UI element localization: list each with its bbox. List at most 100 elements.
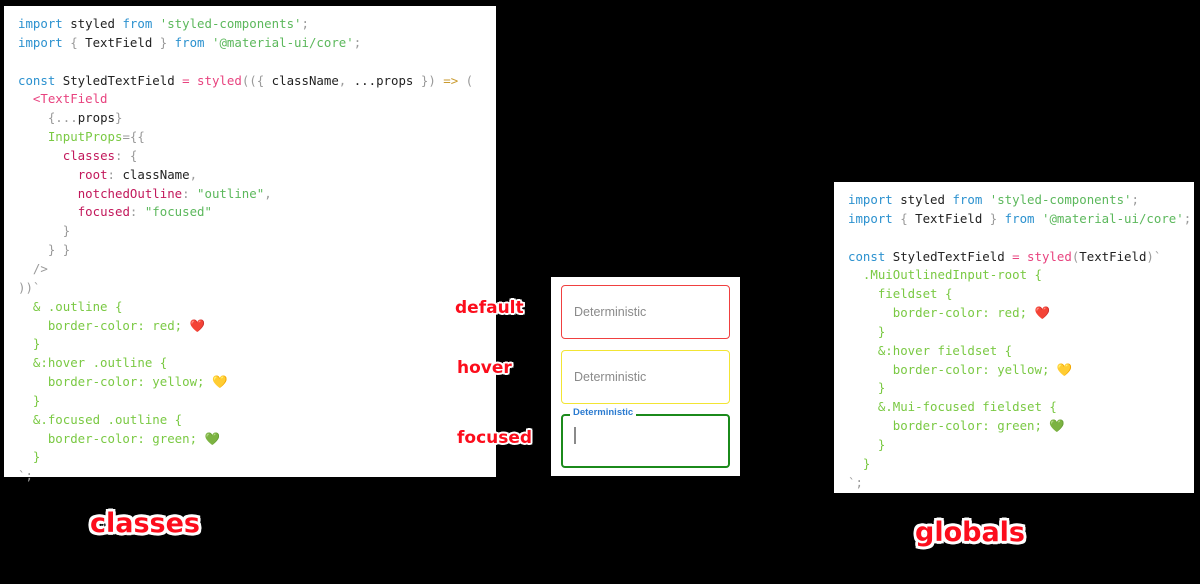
globals-code-token: &.Mui-focused fieldset { (848, 399, 1057, 415)
classes-code-token: import (18, 34, 71, 50)
globals-code-line: `; (848, 474, 1194, 493)
globals-code-token: } (848, 455, 871, 471)
classes-code-line: {...props} (18, 109, 496, 128)
classes-code-token: } (115, 110, 123, 126)
classes-code-line: & .outline { (18, 298, 496, 317)
state-label-focused: focused (457, 428, 533, 448)
classes-code-token: notchedOutline (77, 185, 183, 201)
classes-code-token: ...props (353, 72, 414, 88)
classes-code-token: "focused" (144, 204, 212, 220)
classes-code-line: import styled from 'styled-components'; (18, 15, 496, 34)
classes-code-line: focused: "focused" (18, 203, 496, 222)
classes-code-token: : (182, 185, 198, 201)
globals-code-line: .MuiOutlinedInput-root { (848, 266, 1194, 285)
globals-code-token: } (982, 210, 1005, 226)
globals-code-line: } (848, 379, 1194, 398)
classes-code-line: } (18, 335, 496, 354)
classes-code-token: } (18, 223, 71, 239)
code-panel-globals: import styled from 'styled-components';i… (834, 182, 1194, 493)
globals-code-token: ( (1071, 248, 1080, 264)
globals-code-token: 'styled-components' (989, 192, 1132, 207)
classes-code-token: 💚 (204, 430, 220, 446)
classes-code-token: , (264, 185, 272, 201)
classes-code-token: : (129, 204, 145, 220)
classes-code-token (18, 148, 63, 163)
classes-code-token: => (443, 72, 466, 88)
classes-code-line: } (18, 392, 496, 411)
classes-code-token: { (70, 34, 86, 50)
classes-code-token: className (271, 72, 339, 88)
classes-code-token: props (77, 110, 115, 126)
classes-code-line: } } (18, 241, 496, 260)
classes-code-line: <TextField (18, 90, 496, 109)
globals-code-line: } (848, 436, 1194, 455)
classes-code-line: import { TextField } from '@material-ui/… (18, 34, 496, 53)
classes-code-token: } } (18, 242, 71, 258)
textfield-hover-placeholder: Deterministic (574, 369, 647, 384)
classes-code-token (18, 167, 78, 182)
globals-code-token: .MuiOutlinedInput-root { (848, 267, 1042, 283)
globals-code-line: border-color: red; ❤️ (848, 304, 1194, 323)
globals-code-token: StyledTextField (892, 248, 1013, 264)
textfield-focused[interactable]: Deterministic (561, 407, 730, 468)
classes-code-line: const StyledTextField = styled(({ classN… (18, 72, 496, 91)
classes-code-token: <TextField (32, 91, 108, 107)
classes-code-token: 'styled-components' (159, 16, 302, 31)
classes-code-token: &.focused .outline { (18, 411, 183, 427)
classes-code-token: StyledTextField (62, 72, 183, 88)
classes-code-token: border-color: green; (18, 430, 205, 446)
caption-globals: globals (915, 517, 1026, 548)
text-caret-icon (574, 427, 576, 444)
classes-code-token: ❤️ (189, 317, 206, 333)
globals-code-token: styled (1027, 248, 1072, 264)
globals-code-token: ❤️ (1034, 305, 1050, 321)
textfield-hover[interactable]: Deterministic (561, 349, 730, 404)
globals-code-token: 💚 (1049, 418, 1065, 434)
classes-code-token: focused (77, 204, 130, 220)
textfield-preview-panel: Deterministic Deterministic Deterministi… (551, 277, 740, 476)
classes-code-token: root (77, 166, 108, 182)
code-panel-classes: import styled from 'styled-components';i… (4, 6, 496, 483)
classes-code-token: InputProps (47, 129, 123, 145)
globals-code-line: border-color: green; 💚 (848, 417, 1194, 436)
classes-code-token: border-color: yellow; (18, 374, 212, 390)
classes-code-token: & .outline { (18, 298, 123, 314)
classes-code-token: } (18, 392, 41, 408)
classes-code-token: className (122, 166, 190, 182)
globals-code-token: from (1004, 210, 1042, 226)
classes-code-line: } (18, 448, 496, 467)
globals-code-token: ; (1183, 210, 1192, 226)
classes-code-token: ={{ (122, 129, 145, 145)
globals-code-token: const (848, 248, 893, 264)
globals-code-token: } (848, 380, 886, 396)
classes-code-token: border-color: red; (18, 317, 190, 333)
globals-code-token: } (848, 323, 886, 339)
globals-code-token: TextField (1079, 248, 1147, 264)
globals-code-line: import { TextField } from '@material-ui/… (848, 210, 1194, 229)
classes-code-line: ))` (18, 279, 496, 298)
classes-code-line: `; (18, 467, 496, 486)
classes-code-token: }) (413, 72, 444, 88)
classes-code-token: styled (197, 72, 242, 88)
state-label-default: default (455, 298, 524, 318)
classes-code-token: ( (465, 72, 474, 88)
classes-code-line: border-color: red; ❤️ (18, 317, 496, 336)
classes-code-line: /> (18, 260, 496, 279)
classes-code-token: ; (301, 16, 309, 31)
classes-code-line: } (18, 222, 496, 241)
classes-code-token: from (122, 16, 160, 31)
classes-code-line: classes: { (18, 147, 496, 166)
textfield-default[interactable]: Deterministic (561, 285, 730, 339)
globals-code-line: const StyledTextField = styled(TextField… (848, 248, 1194, 267)
globals-code-token: fieldset { (848, 286, 953, 302)
globals-code-token: &:hover fieldset { (848, 342, 1013, 358)
globals-code-token: border-color: red; (848, 305, 1035, 321)
globals-code-token: '@material-ui/core' (1041, 210, 1184, 226)
classes-code-token: classes (62, 147, 115, 163)
classes-code-line: border-color: yellow; 💛 (18, 373, 496, 392)
globals-code-line: fieldset { (848, 285, 1194, 304)
classes-code-token: ; (353, 34, 362, 50)
classes-code-token (18, 186, 78, 201)
classes-code-token (18, 129, 48, 144)
globals-code-token: border-color: green; (848, 418, 1050, 434)
